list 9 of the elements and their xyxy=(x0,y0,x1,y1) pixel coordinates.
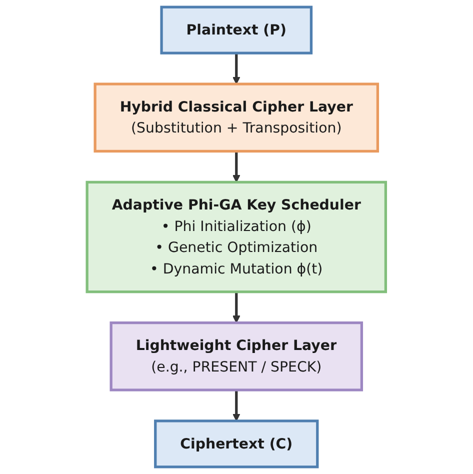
node-box: Adaptive Phi-GA Key Scheduler • Phi Initialization (ϕ) • Genetic Optimization • Dynamic Mutation ϕ(t) xyxy=(86,180,388,294)
arrow xyxy=(232,292,240,324)
arrow xyxy=(232,390,240,422)
arrow xyxy=(232,53,240,84)
node-box: Plaintext (P) xyxy=(160,6,313,54)
node-box: Ciphertext (C) xyxy=(154,420,319,468)
arrow xyxy=(232,151,240,183)
node-box: Lightweight Cipher Layer (e.g., PRESENT / SPECK) xyxy=(110,321,364,392)
node-box: Hybrid Classical Cipher Layer (Substitution + Transposition) xyxy=(94,82,380,153)
